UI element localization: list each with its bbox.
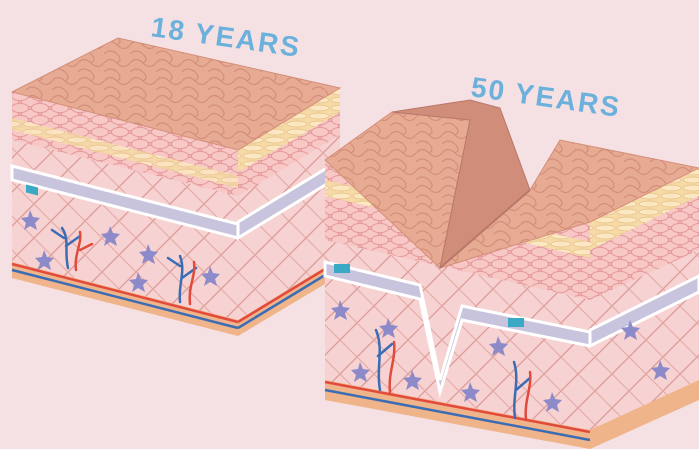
- young-skin-block: [12, 38, 340, 336]
- aged-skin-block: [325, 100, 699, 449]
